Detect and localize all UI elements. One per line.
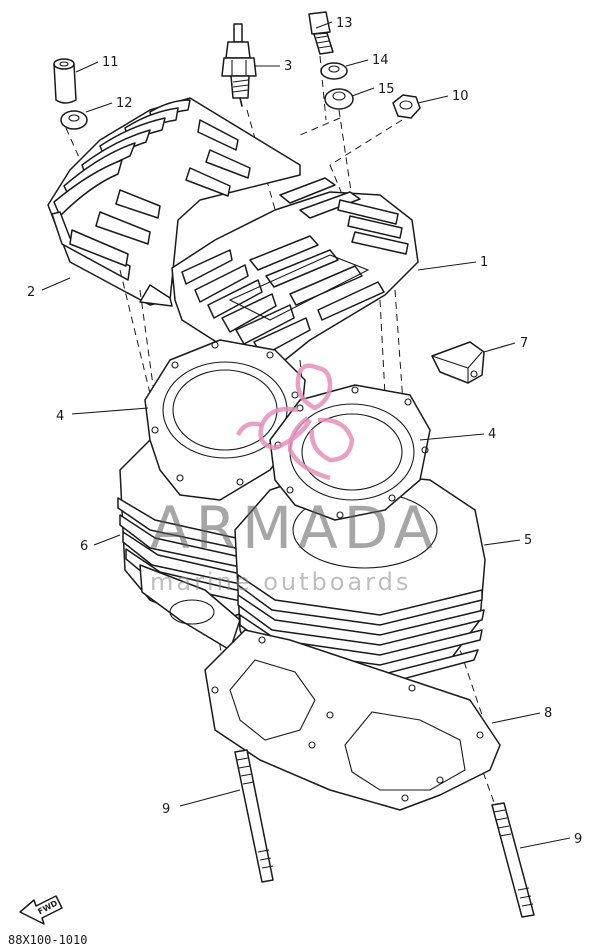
callout-14: 14 <box>372 53 389 68</box>
fwd-arrow-icon: FWD <box>19 895 63 925</box>
callout-13: 13 <box>336 16 353 31</box>
part-1-cylinder-head-front[interactable] <box>171 177 419 376</box>
callout-4-front: 4 <box>488 427 496 442</box>
callout-6: 6 <box>80 539 88 554</box>
part-12-washer[interactable] <box>60 110 88 130</box>
part-15-washer[interactable] <box>324 88 354 110</box>
diagram-code: 88X100-1010 <box>8 933 87 947</box>
part-14-washer[interactable] <box>320 62 348 80</box>
part-10-nut[interactable] <box>392 94 421 119</box>
callout-4-rear: 4 <box>56 409 64 424</box>
callout-10: 10 <box>452 89 469 104</box>
armada-logo-icon <box>235 363 355 481</box>
watermark-tagline: marine outboards <box>150 568 411 596</box>
watermark-brand: ARMADA <box>150 494 439 562</box>
callout-numbers: 13 14 15 10 11 12 3 1 2 4 4 7 5 6 8 9 9 <box>27 16 582 847</box>
part-11-dowel-pin[interactable] <box>53 58 77 104</box>
part-8-base-gasket[interactable] <box>204 629 501 811</box>
part-3-spark-plug[interactable] <box>221 23 257 107</box>
part-13-bolt[interactable] <box>308 11 334 55</box>
callout-5: 5 <box>524 533 532 548</box>
part-2-cylinder-head-rear[interactable] <box>47 97 301 307</box>
callout-15: 15 <box>378 82 395 97</box>
callout-9-right: 9 <box>574 832 582 847</box>
callout-9-left: 9 <box>162 802 170 817</box>
callout-11: 11 <box>102 55 119 70</box>
part-7-rubber-block[interactable] <box>431 341 485 384</box>
gasket-8-bolt-holes <box>211 636 484 802</box>
leader-lines <box>41 21 571 849</box>
callout-3: 3 <box>284 59 292 74</box>
callout-12: 12 <box>116 96 133 111</box>
callout-8: 8 <box>544 706 552 721</box>
callout-7: 7 <box>520 336 528 351</box>
part-9-stud-right[interactable] <box>491 802 535 918</box>
callout-2: 2 <box>27 285 35 300</box>
part-4-head-gasket-rear[interactable] <box>144 339 306 501</box>
callout-1: 1 <box>480 255 488 270</box>
part-9-stud-left[interactable] <box>234 749 274 883</box>
head-2-cooling-fins <box>51 99 251 281</box>
